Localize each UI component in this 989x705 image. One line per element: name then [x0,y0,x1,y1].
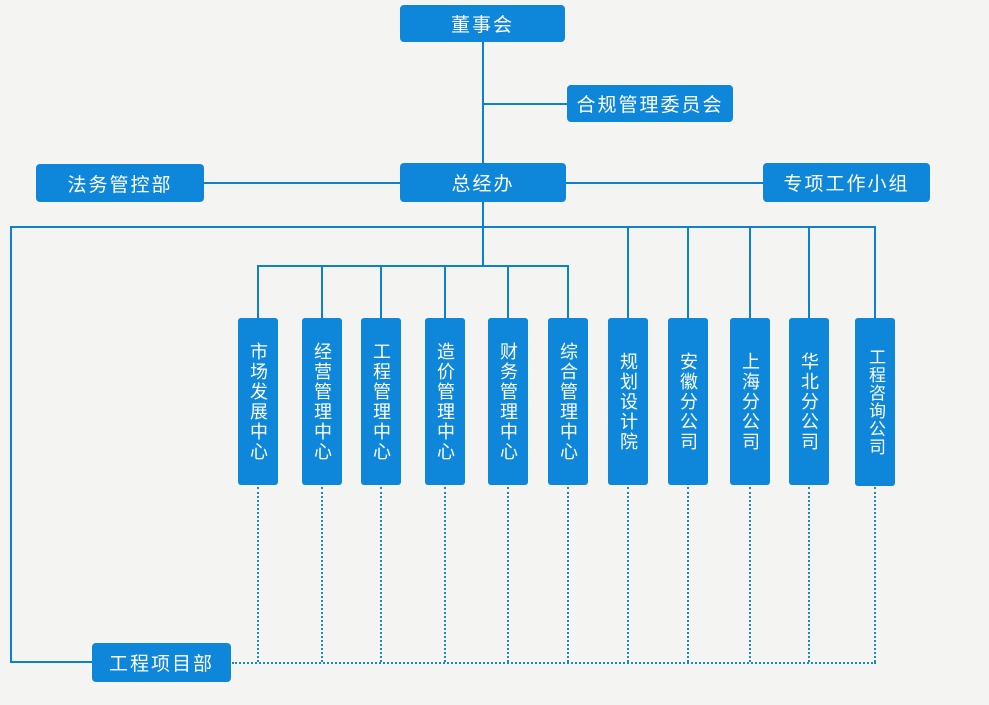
connector-to-compliance [483,103,567,105]
dotted-connector [507,487,509,662]
node-compliance-committee: 合规管理委员会 [567,85,733,122]
dotted-connector [321,487,323,662]
dotted-connector [808,487,810,662]
node-dept-engineering-management: 工程管理中心 [361,318,401,485]
node-dept-shanghai-branch: 上海分公司 [730,318,770,485]
dotted-connector [257,487,259,662]
connector-drop [257,265,259,318]
dotted-connector [687,487,689,662]
node-legal-control-dept: 法务管控部 [36,164,204,202]
node-dept-finance-management: 财务管理中心 [488,318,528,485]
node-dept-general-management: 综合管理中心 [548,318,588,485]
connector-drop [380,265,382,318]
node-dept-operation-management: 经营管理中心 [302,318,342,485]
connector-to-project-dept [10,661,92,663]
node-dept-engineering-consulting: 工程咨询公司 [855,318,895,486]
dotted-connector [749,487,751,662]
dotted-connector [444,487,446,662]
connector-drop [749,226,751,318]
connector-rail-centers [257,265,569,267]
connector-drop [627,226,629,318]
connector-board-to-gm [482,42,484,163]
dotted-rail-bottom [232,662,876,664]
connector-drop [874,226,876,318]
connector-drop [687,226,689,318]
dotted-connector [874,487,876,662]
dotted-connector [567,487,569,662]
connector-drop [567,265,569,318]
connector-drop [444,265,446,318]
node-engineering-project-dept: 工程项目部 [92,643,231,682]
connector-to-legal [204,182,400,184]
connector-drop [321,265,323,318]
dotted-connector [627,487,629,662]
connector-rail-left [10,226,12,663]
node-dept-north-china-branch: 华北分公司 [789,318,829,485]
connector-to-special-group [566,182,763,184]
node-general-manager-office: 总经办 [400,163,566,202]
connector-gm-down [482,202,484,267]
connector-rail-top [10,226,876,228]
node-dept-anhui-branch: 安徽分公司 [668,318,708,485]
node-dept-cost-management: 造价管理中心 [425,318,465,485]
node-dept-planning-design-institute: 规划设计院 [608,318,648,485]
connector-drop [808,226,810,318]
dotted-connector [380,487,382,662]
node-special-work-group: 专项工作小组 [763,163,930,202]
connector-drop [507,265,509,318]
node-board-of-directors: 董事会 [400,5,565,42]
node-dept-market-development: 市场发展中心 [238,318,278,485]
